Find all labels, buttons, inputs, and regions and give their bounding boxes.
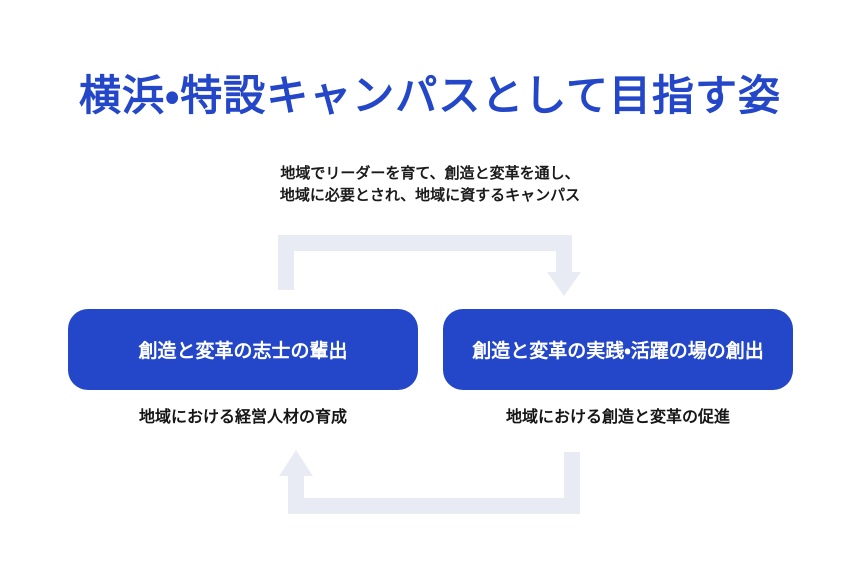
subtitle-line-1: 地域でリーダーを育て、創造と変革を通し、	[280, 165, 580, 182]
caption-left: 地域における経営人材の育成	[138, 409, 347, 426]
box-creation-leaders: 創造と変革の志士の輩出	[68, 309, 418, 390]
box-practice-opportunities-label: 創造と変革の実践・活躍の場の創出	[472, 341, 764, 362]
arrow-left-to-right-icon	[278, 235, 581, 296]
subtitle-line-2: 地域に必要とされ、地域に資するキャンパス	[279, 187, 581, 204]
arrow-right-to-left-icon	[279, 450, 580, 514]
box-creation-leaders-label: 創造と変革の志士の輩出	[138, 341, 348, 362]
caption-right: 地域における創造と変革の促進	[505, 409, 730, 426]
subtitle: 地域でリーダーを育て、創造と変革を通し、 地域に必要とされ、地域に資するキャンパ…	[0, 163, 860, 207]
page-title: 横浜・特設キャンパスとして目指す姿	[78, 72, 782, 119]
box-practice-opportunities: 創造と変革の実践・活躍の場の創出	[443, 309, 793, 390]
